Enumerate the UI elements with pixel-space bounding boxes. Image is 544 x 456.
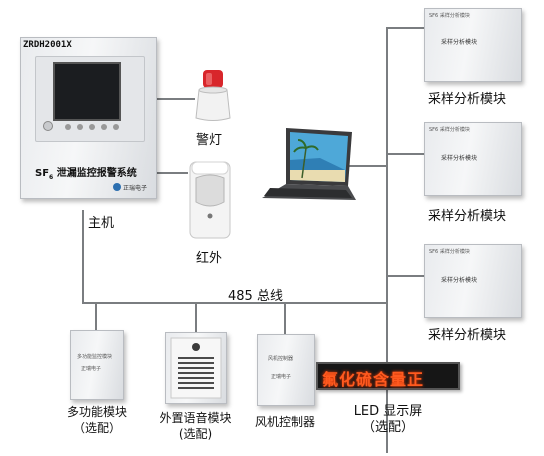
module1-link [386, 27, 424, 29]
host-key [43, 121, 53, 131]
module-3-tag: SF6 采样分析模块 [429, 249, 470, 255]
fan-drop [284, 302, 286, 334]
infrared-detector-icon [188, 160, 233, 240]
module-2-tag: SF6 采样分析模块 [429, 127, 470, 133]
host-model: ZRDH2001X [23, 40, 72, 50]
host-screen [53, 62, 121, 121]
host-to-alarm-line [155, 98, 195, 100]
multi-panel-brand: 正瑞电子 [81, 366, 102, 372]
alarm-light-icon [194, 68, 232, 123]
host-buttons [65, 124, 121, 130]
trunk-line [386, 27, 388, 453]
laptop-icon [260, 126, 358, 206]
host-label: 主机 [88, 216, 115, 231]
host-brand: 正瑞电子 [123, 185, 148, 192]
speaker-icon [170, 337, 222, 399]
laptop-link [345, 165, 387, 167]
bus-label: 485 总线 [228, 289, 283, 304]
module-3-label: 采样分析模块 [428, 328, 507, 343]
host-title: SF6 泄漏监控报警系统 [35, 168, 137, 181]
multi-module-box: 多功能监控模块 正瑞电子 [70, 330, 124, 400]
module-1-panel-text: 采样分析模块 [441, 39, 478, 46]
fan-panel-text: 风机控制器 [268, 356, 294, 362]
infrared-label: 红外 [196, 251, 223, 266]
alarm-light-label: 警灯 [196, 133, 223, 148]
module-2-box: SF6 采样分析模块 采样分析模块 [424, 122, 522, 196]
voice-drop [195, 302, 197, 332]
led-display: 氟化硫含量正 [316, 362, 460, 390]
host-logo-icon [113, 183, 121, 191]
module-3-panel-text: 采样分析模块 [441, 277, 478, 284]
voice-module-box [165, 332, 227, 404]
host-to-ir-line [155, 172, 188, 174]
module2-link [386, 153, 424, 155]
module-2-label: 采样分析模块 [428, 209, 507, 224]
multi-module-label: 多功能模块 （选配） [66, 405, 127, 435]
module-1-label: 采样分析模块 [428, 92, 507, 107]
module-2-panel-text: 采样分析模块 [441, 155, 478, 162]
module-1-box: SF6 采样分析模块 采样分析模块 [424, 8, 522, 82]
multi-drop [95, 302, 97, 330]
host-drop-line [82, 210, 84, 303]
host-cabinet: ZRDH2001X SF6 泄漏监控报警系统 正瑞电子 [20, 37, 157, 199]
module-1-tag: SF6 采样分析模块 [429, 13, 470, 19]
module-3-box: SF6 采样分析模块 采样分析模块 [424, 244, 522, 318]
led-display-label: LED 显示屏 （选配） [353, 404, 423, 435]
fan-controller-box: 风机控制器 正瑞电子 [257, 334, 315, 406]
fan-panel-brand: 正瑞电子 [271, 374, 292, 380]
voice-module-label: 外置语音模块 (选配) [159, 411, 232, 441]
bus-line [82, 302, 388, 304]
module3-link [386, 275, 424, 277]
led-screen-text: 氟化硫含量正 [322, 370, 425, 389]
fan-controller-label: 风机控制器 [254, 415, 315, 429]
multi-panel-text: 多功能监控模块 [77, 354, 113, 360]
